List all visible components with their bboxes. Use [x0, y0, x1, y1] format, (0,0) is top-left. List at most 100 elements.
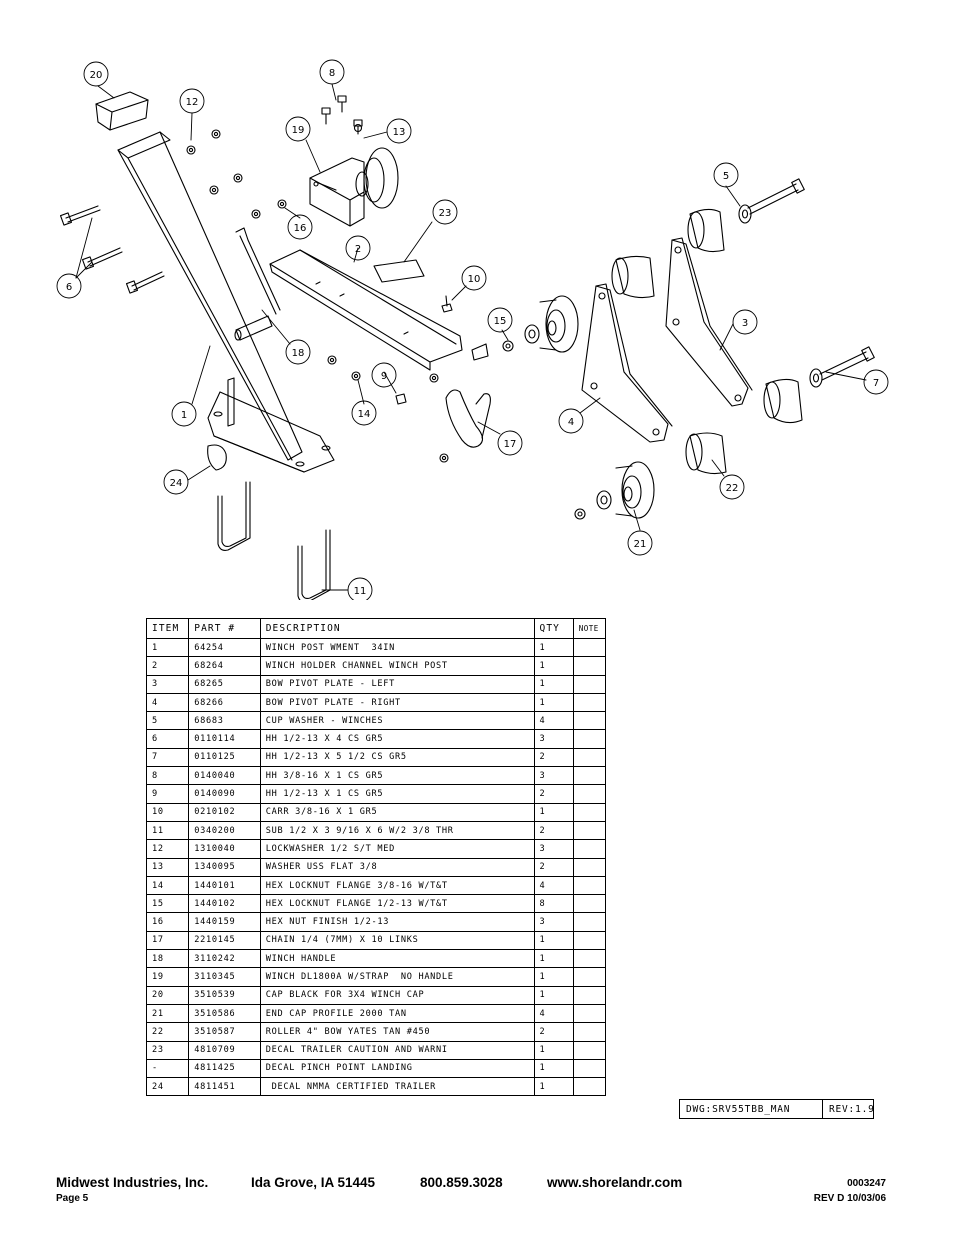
part-bolts-with-washers [738, 178, 875, 388]
cell-part-number: 4811425 [188, 1058, 261, 1079]
footer-page-number: Page 5 [56, 1193, 89, 1204]
cell-qty: 3 [533, 729, 574, 749]
cell-description: HEX LOCKNUT FLANGE 1/2-13 W/T&T [259, 894, 535, 914]
svg-text:10: 10 [468, 274, 481, 285]
part-rollers [611, 208, 803, 475]
cell-item: 5 [145, 711, 190, 731]
cell-part-number: 0110125 [188, 747, 261, 768]
cell-description: HH 3/8-16 X 1 CS GR5 [259, 766, 535, 786]
svg-text:22: 22 [726, 483, 739, 494]
cell-note [572, 875, 607, 896]
callout-22: 22 [719, 474, 745, 500]
cell-item: 9 [145, 784, 190, 804]
callout-6: 6 [56, 273, 82, 299]
callout-11: 11 [347, 577, 373, 600]
cell-note [572, 949, 607, 969]
svg-text:11: 11 [354, 586, 367, 597]
svg-text:19: 19 [292, 125, 305, 136]
cell-qty: 8 [533, 894, 574, 914]
part-pivot-plate-right [581, 283, 673, 443]
cell-note [572, 802, 607, 822]
cell-note [572, 894, 607, 914]
cell-qty: 1 [533, 930, 574, 951]
part-bolts-item-8 [321, 95, 363, 135]
cell-qty: 1 [533, 985, 574, 1005]
cell-part-number: 1340095 [188, 857, 261, 877]
cell-description: WINCH HOLDER CHANNEL WINCH POST [259, 656, 535, 676]
svg-text:7: 7 [873, 378, 879, 389]
callout-2: 2 [345, 235, 371, 261]
cell-description: HEX NUT FINISH 1/2-13 [259, 912, 535, 932]
cell-description: HH 1/2-13 X 4 CS GR5 [259, 729, 535, 749]
cell-part-number: 68264 [188, 656, 261, 676]
part-winch [309, 147, 399, 227]
cell-item: 12 [145, 839, 190, 859]
cell-qty: 3 [533, 839, 574, 859]
cell-description: END CAP PROFILE 2000 TAN [259, 1003, 535, 1024]
drawing-name: DWG:SRV55TBB_MAN [680, 1100, 823, 1118]
cell-item: 21 [145, 1003, 190, 1024]
part-pivot-plate-left [665, 237, 753, 407]
cell-description: DECAL TRAILER CAUTION AND WARNI [259, 1040, 535, 1060]
cell-description: CUP WASHER - WINCHES [259, 711, 535, 731]
footer-website: www.shorelandr.com [547, 1175, 683, 1190]
callout-13: 13 [386, 118, 412, 144]
cell-note [572, 1077, 607, 1097]
cell-item: 3 [145, 674, 190, 694]
cell-qty: 4 [533, 875, 574, 896]
header-item: ITEM [145, 618, 190, 639]
cell-note [572, 692, 607, 713]
cell-part-number: 3510587 [188, 1022, 261, 1042]
cell-description: SUB 1/2 X 3 9/16 X 6 W/2 3/8 THR [259, 820, 535, 841]
cell-note [572, 857, 607, 877]
cell-note [572, 839, 607, 859]
callout-10: 10 [461, 265, 487, 291]
drawing-id-box: DWG:SRV55TBB_MAN REV:1.9 [679, 1099, 874, 1119]
header-part-number: PART # [188, 618, 261, 639]
cell-item: 13 [145, 857, 190, 877]
cell-qty: 1 [533, 656, 574, 676]
header-note: NOTE [572, 618, 607, 639]
cell-item: 24 [145, 1077, 190, 1097]
callout-24: 24 [163, 469, 189, 495]
cell-item: 8 [145, 766, 190, 786]
cell-item: 20 [145, 985, 190, 1005]
svg-text:21: 21 [634, 539, 647, 550]
callout-3: 3 [732, 309, 758, 335]
svg-text:18: 18 [292, 348, 305, 359]
svg-text:13: 13 [393, 127, 406, 138]
cell-qty: 1 [533, 802, 574, 822]
part-winch-cap [95, 91, 149, 131]
cell-qty: 2 [533, 857, 574, 877]
cell-description: WASHER USS FLAT 3/8 [259, 857, 535, 877]
cell-item: 2 [145, 656, 190, 676]
cell-description: HH 1/2-13 X 1 CS GR5 [259, 784, 535, 804]
cell-note [572, 912, 607, 932]
cell-item: 6 [145, 729, 190, 749]
cell-note [572, 656, 607, 676]
cell-part-number: 3510539 [188, 985, 261, 1005]
header-qty: QTY [533, 618, 574, 639]
cell-item: 11 [145, 820, 190, 841]
cell-part-number: 0210102 [188, 802, 261, 822]
cell-qty: 1 [533, 1040, 574, 1060]
callout-bubbles: 20 8 12 19 13 5 23 16 2 6 10 15 3 18 7 9… [56, 59, 889, 600]
cell-description: ROLLER 4" BOW YATES TAN #450 [259, 1022, 535, 1042]
cell-qty: 1 [533, 692, 574, 713]
svg-text:24: 24 [170, 478, 183, 489]
cell-qty: 1 [533, 674, 574, 694]
cell-description: BOW PIVOT PLATE - RIGHT [259, 692, 535, 713]
cell-description: LOCKWASHER 1/2 S/T MED [259, 839, 535, 859]
svg-text:2: 2 [355, 244, 361, 255]
